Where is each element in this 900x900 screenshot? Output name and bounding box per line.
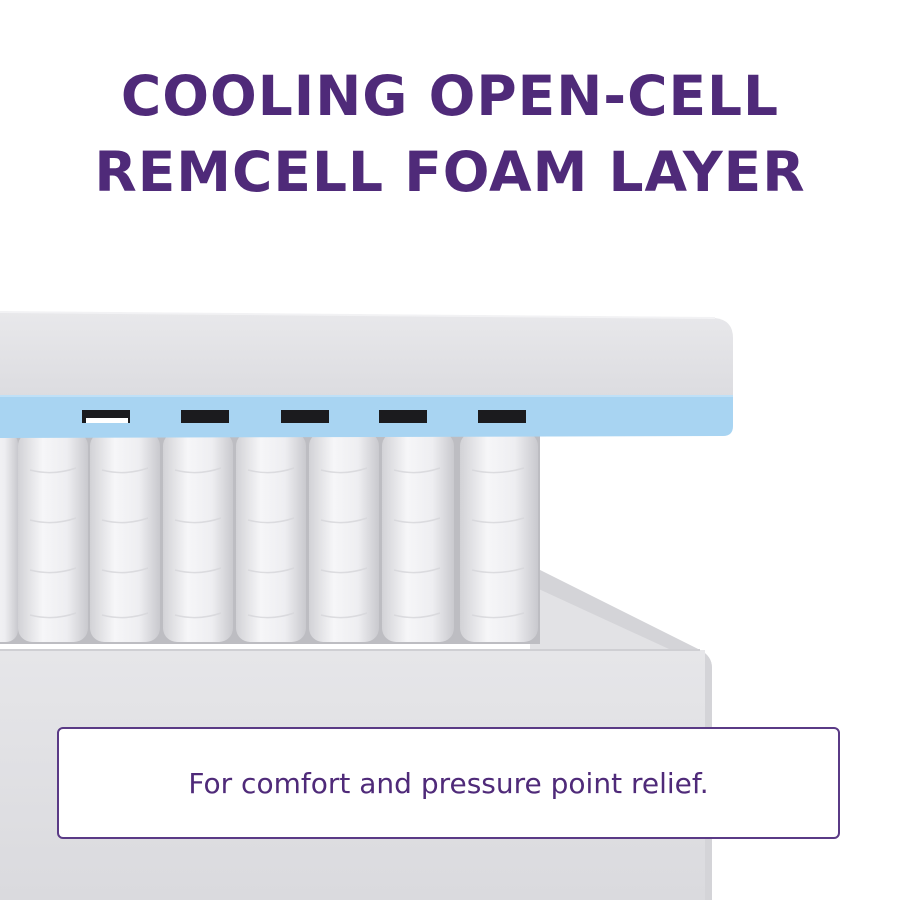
coil-pocket (309, 432, 379, 642)
top-comfort-layer (0, 311, 733, 398)
headline: COOLING OPEN-CELL REMCELL FOAM LAYER (0, 58, 900, 210)
foam-vent (281, 410, 329, 423)
caption-box: For comfort and pressure point relief. (57, 727, 840, 839)
pocketed-coils (0, 432, 540, 644)
cooling-foam-layer (0, 395, 733, 438)
headline-line-1: COOLING OPEN-CELL (120, 64, 780, 128)
coil-pocket (460, 432, 538, 642)
coil-pocket (90, 432, 160, 642)
foam-vent (379, 410, 427, 423)
foam-vent (181, 410, 229, 423)
coil-pocket (236, 432, 306, 642)
caption-text: For comfort and pressure point relief. (188, 766, 709, 800)
coil-pocket (0, 432, 18, 642)
coil-pocket (163, 432, 233, 642)
foam-vent (478, 410, 526, 423)
headline-line-2: REMCELL FOAM LAYER (94, 140, 806, 204)
coil-pocket (18, 432, 88, 642)
coil-pocket (382, 432, 454, 642)
